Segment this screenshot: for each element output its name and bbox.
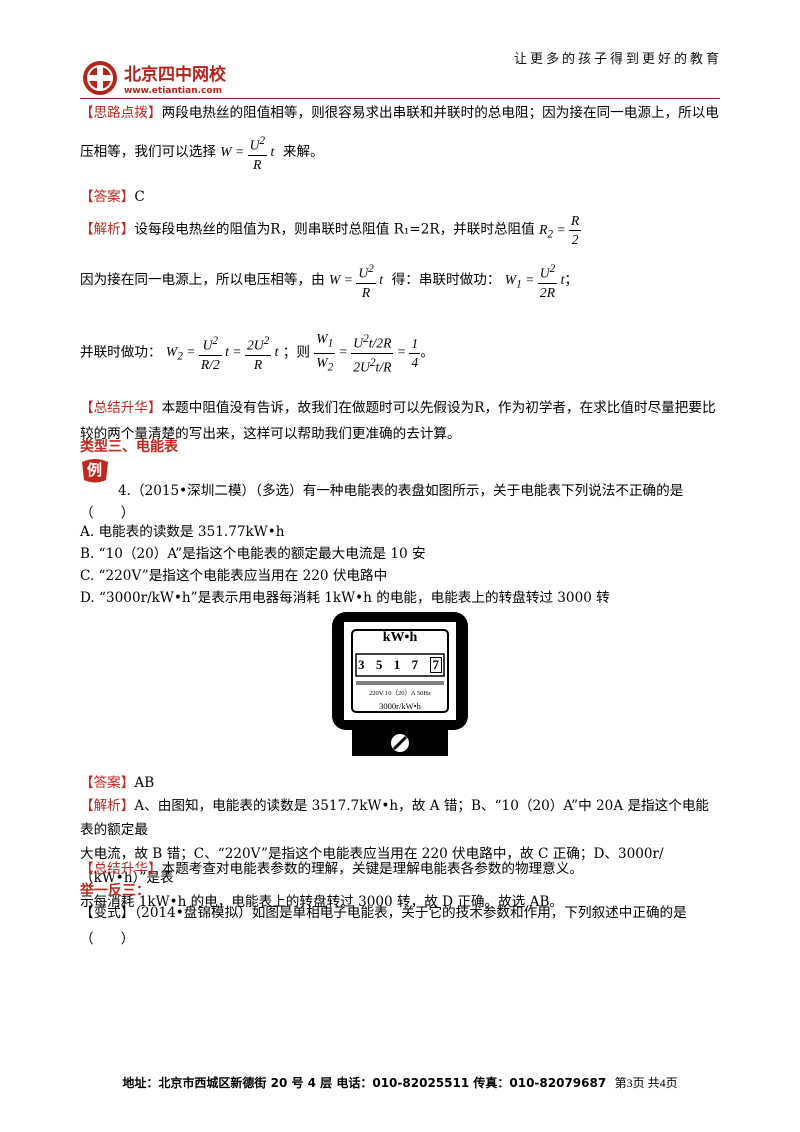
section-title: 类型三、电能表 <box>80 439 178 455</box>
question-paren: （ ） <box>80 505 135 521</box>
electric-meter-icon <box>332 612 468 756</box>
analysis-text-2: 因为接在同一电源上，所以电压相等，由 <box>80 271 325 288</box>
brand-logo: 北京四中网校 www.etiantian.com <box>80 58 300 98</box>
summary-1: 【总结升华】本题中阻值没有告诉，故我们在做题时可以先假设为R，作为初学者，在求比… <box>80 395 720 447</box>
summary-tag: 【总结升华】 <box>80 861 162 877</box>
logo-seal-icon: 北京四中网校 www.etiantian.com <box>83 61 227 96</box>
analysis-text-1: 设每段电热丝的阻值为R，则串联时总阻值 R₁=2R，并联时总阻值 <box>134 221 535 238</box>
answer-tag: 【答案】 <box>80 775 135 791</box>
summary-2: 【总结升华】本题考查对电能表参数的理解，关键是理解电能表各参数的物理意义。 <box>80 856 720 882</box>
meter-spec: 220V 10（20）A 50Hz <box>369 690 431 697</box>
meter-figure: kW•h 3 5 1 7 7 220V 10（20）A 50Hz 3000r/k… <box>330 610 470 760</box>
analysis2-text-3: 示每消耗 1kW•h 的电，电能表上的转盘转过 3000 转，故 D 正确。故选… <box>80 894 564 910</box>
summary-text-1: 本题中阻值没有告诉，故我们在做题时可以先假设为R，作为初学者，在求比值时尽量把要… <box>161 400 716 416</box>
page-footer: 地址：北京市西城区新德街 20 号 4 层 电话：010-82025511 传真… <box>0 1074 800 1091</box>
hint-line-1: 【思路点拨】两段电热丝的阻值相等，则很容易求出串联和并联时的总电阻；因为接在同一… <box>80 100 720 126</box>
answer-tag: 【答案】 <box>80 189 135 205</box>
practice-title: 举一反三： <box>80 883 150 899</box>
meter-digit: 7 <box>411 657 419 672</box>
question-stem: 4.（2015•深圳二模）（多选）有一种电能表的表盘如图所示，关于电能表下列说法… <box>118 483 684 499</box>
analysis2-text-1: A、由图知，电能表的读数是 3517.7kW•h，故 A 错；B、“10（20）… <box>80 798 710 838</box>
analysis-text-4: 并联时做功： <box>80 344 162 361</box>
analysis-line-1: 【解析】设每段电热丝的阻值为R，则串联时总阻值 R₁=2R，并联时总阻值 R2 … <box>80 212 720 249</box>
example-badge: 例 <box>80 458 110 484</box>
summary2-text: 本题考查对电能表参数的理解，关键是理解电能表各参数的物理意义。 <box>161 861 583 877</box>
meter-digit: 1 <box>393 657 401 672</box>
hint-tag: 【思路点拨】 <box>80 105 162 121</box>
meter-digit: 5 <box>375 657 383 672</box>
analysis-text-3: 得：串联时做功： <box>391 271 501 288</box>
variant-tag: 【变式】 <box>80 905 135 921</box>
summary-text-2: 较的两个量清楚的写出来，这样可以帮助我们更准确的去计算。 <box>80 426 461 442</box>
analysis-text-5: ；则 <box>282 344 310 361</box>
variant-text: （2014•盘锦模拟）如图是单相电子电能表，关于它的技术参数和作用，下列叙述中正… <box>134 905 687 921</box>
answer-1: 【答案】C <box>80 184 720 210</box>
footer-address: 地址：北京市西城区新德街 20 号 4 层 电话：010-82025511 传真… <box>122 1076 607 1090</box>
meter-rev: 3000r/kW•h <box>379 701 421 711</box>
answer-2: 【答案】AB <box>80 770 720 796</box>
option-c: C. “220V”是指这个电能表应当用在 220 伏电路中 <box>80 568 388 584</box>
analysis-2: 【解析】A、由图知，电能表的读数是 3517.7kW•h，故 A 错；B、“10… <box>80 794 720 914</box>
hint-text-3: 来解。 <box>282 143 324 160</box>
option-d: D. “3000r/kW•h”是表示用电器每消耗 1kW•h 的电能，电能表上的… <box>80 590 610 606</box>
example-badge-icon <box>82 459 108 483</box>
hint-text-2: 压相等，我们可以选择 <box>80 143 216 160</box>
analysis2-text-2: 大电流，故 B 错；C、“220V”是指这个电能表应当用在 220 伏电路中，故… <box>80 846 664 886</box>
answer-value: AB <box>134 775 155 791</box>
meter-digits: 3 5 1 7 7 <box>358 657 442 673</box>
svg-text:www.etiantian.com: www.etiantian.com <box>124 86 222 96</box>
option-a: A. 电能表的读数是 351.77kW•h <box>80 524 285 540</box>
header-slogan: 让更多的孩子得到更好的教育 <box>513 52 722 67</box>
variant: 【变式】（2014•盘锦模拟）如图是单相电子电能表，关于它的技术参数和作用，下列… <box>80 900 720 952</box>
hint-text-1: 两段电热丝的阻值相等，则很容易求出串联和并联时的总电阻；因为接在同一电源上，所以… <box>161 105 719 121</box>
header-rule <box>80 98 720 99</box>
meter-digit-decimal: 7 <box>429 657 442 673</box>
footer-page: 第3页 共4页 <box>614 1076 678 1090</box>
analysis-tag: 【解析】 <box>80 221 135 238</box>
summary-tag: 【总结升华】 <box>80 400 162 416</box>
analysis-tag: 【解析】 <box>80 798 135 814</box>
meter-unit: kW•h <box>382 630 418 645</box>
svg-text:北京四中网校: 北京四中网校 <box>124 64 227 85</box>
variant-paren: （ ） <box>80 931 135 947</box>
option-b: B. “10（20）A”是指这个电能表的额定最大电流是 10 安 <box>80 546 426 562</box>
badge-text: 例 <box>87 461 103 479</box>
meter-digit: 3 <box>358 657 365 672</box>
answer-value: C <box>134 189 145 205</box>
